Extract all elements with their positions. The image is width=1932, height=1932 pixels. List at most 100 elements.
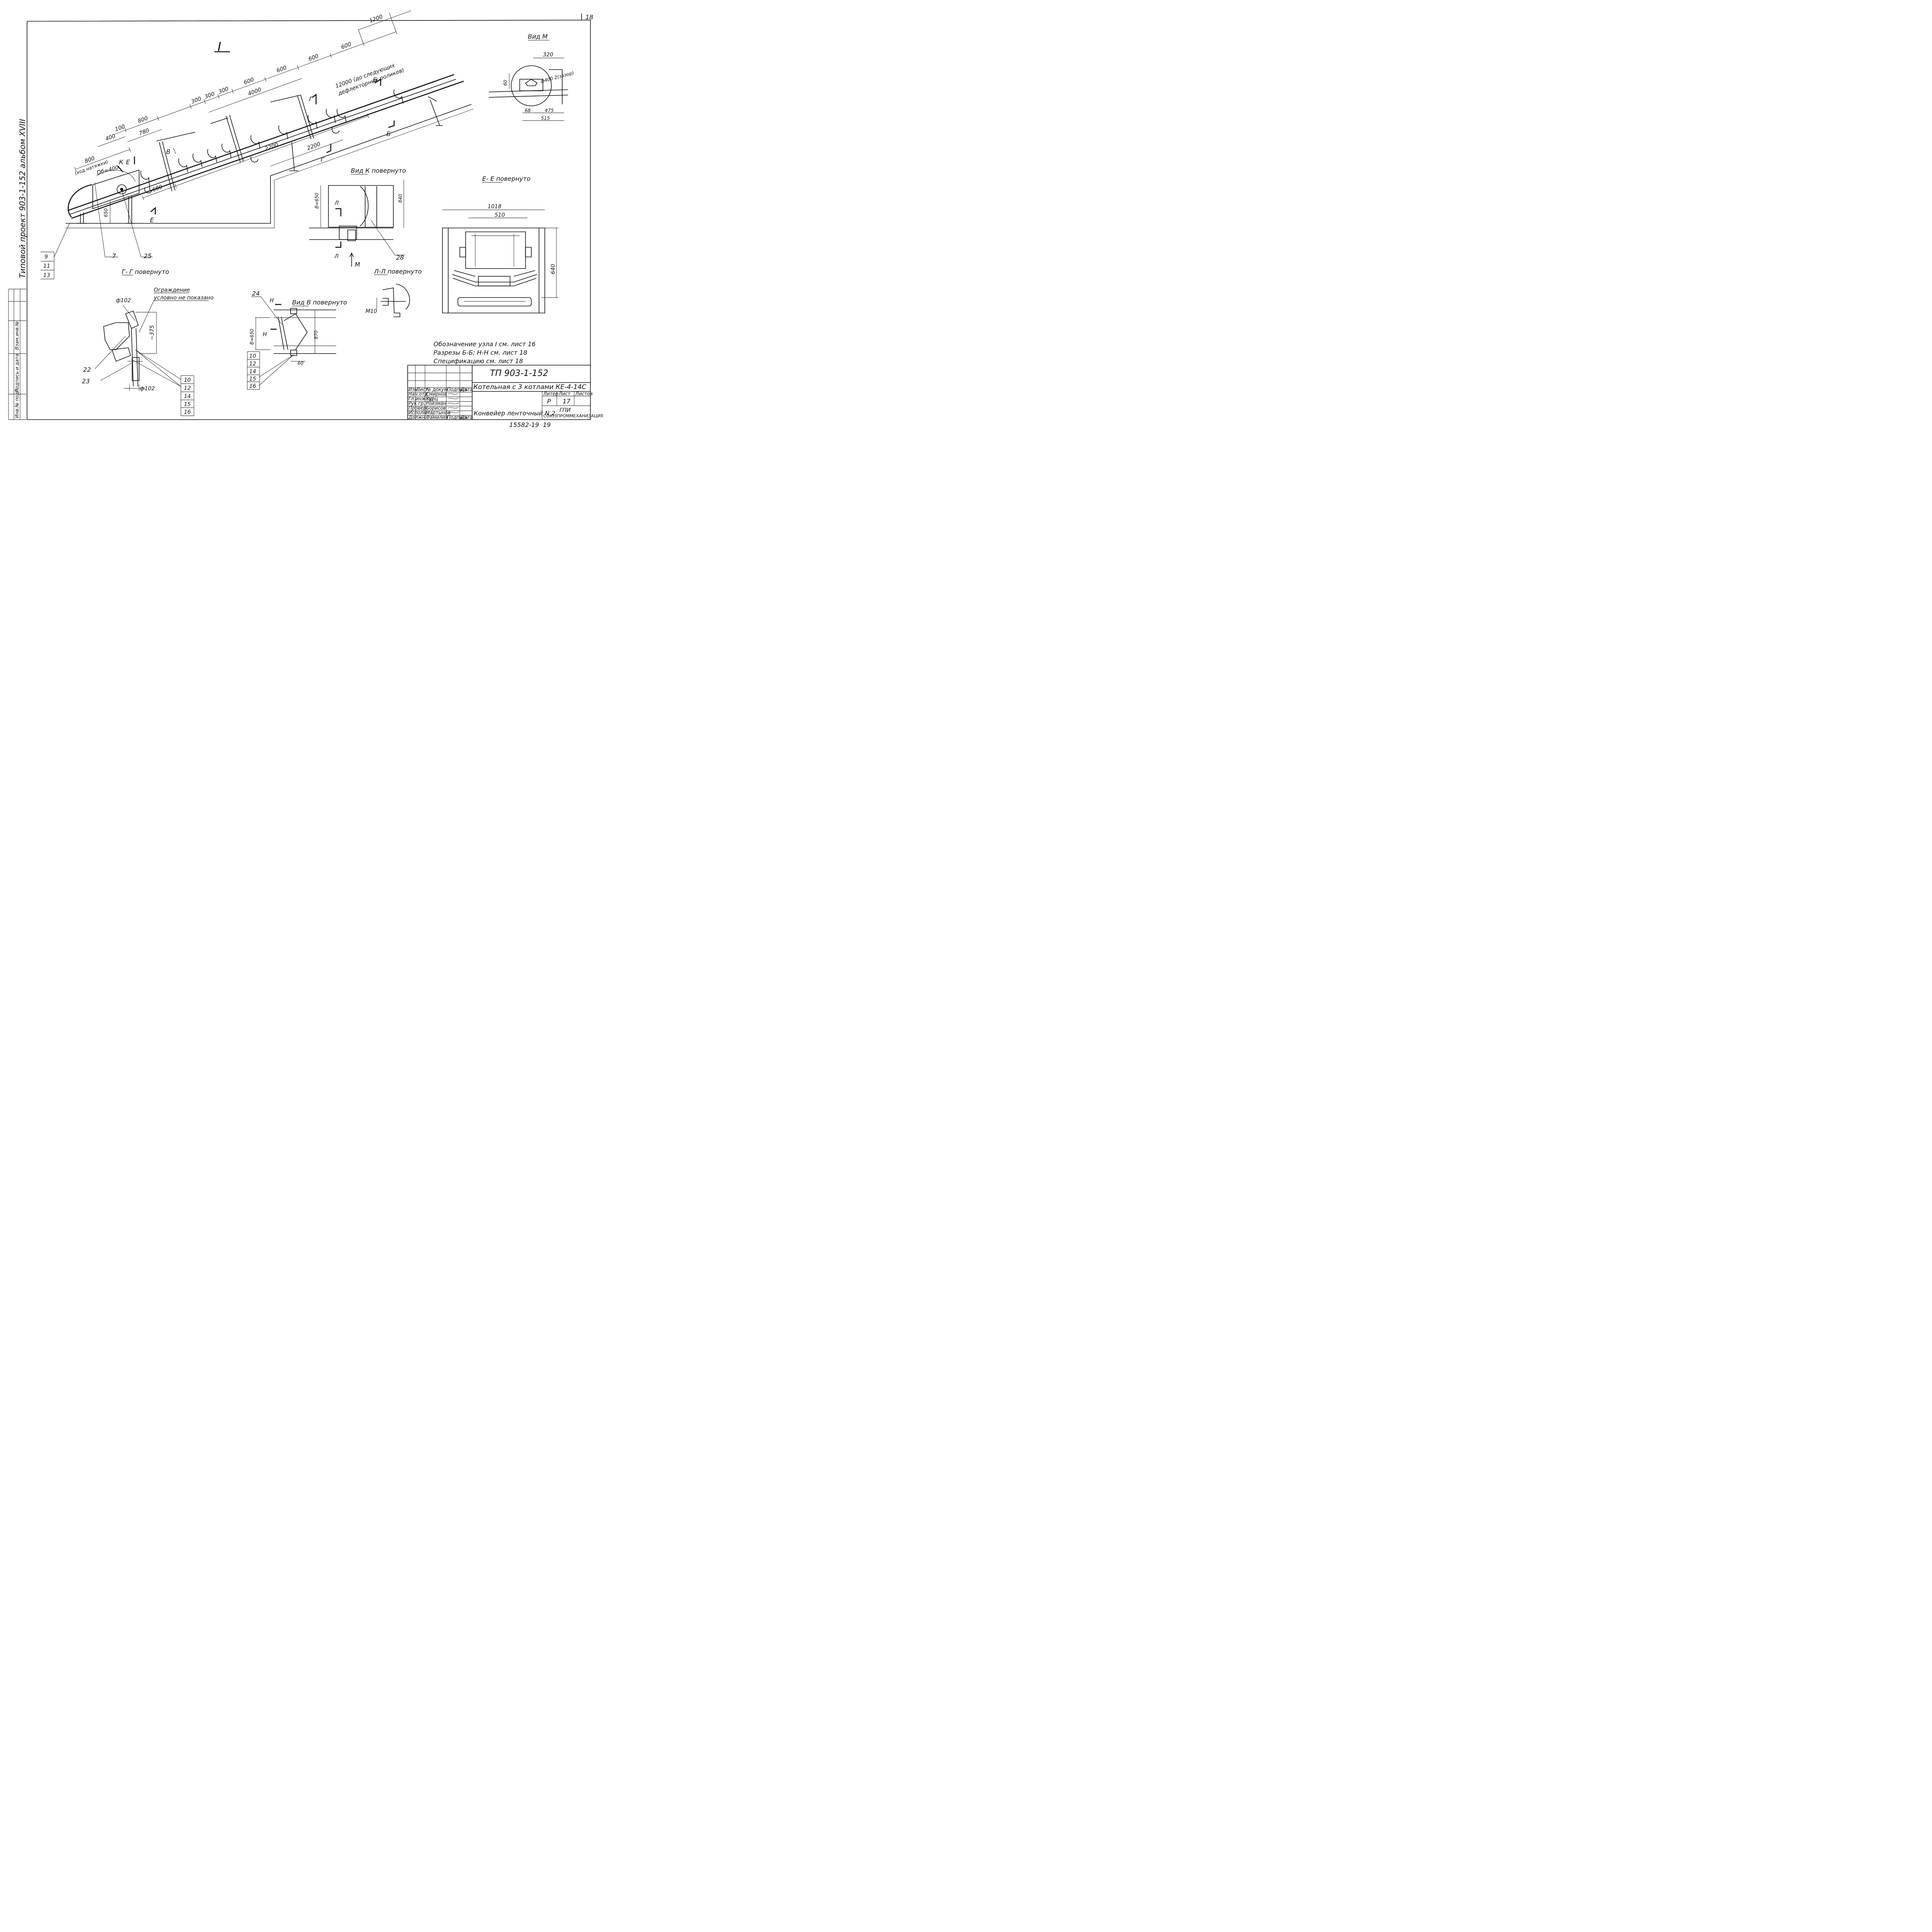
- tb-object-name: Котельная с 3 котлами КЕ-4-14С: [473, 383, 587, 391]
- view-k: Вид К повернуто В=650 840 Л Л М 28: [309, 167, 406, 268]
- dim-chain-300a: 300: [190, 96, 202, 105]
- conveyor-frame-bottom: [71, 80, 464, 219]
- tb-sheets-h: Листов: [575, 391, 593, 396]
- gg-callout-14: 14: [184, 393, 191, 400]
- tb-drawing-name: Конвейер ленточный N 2: [474, 410, 555, 417]
- dim-chain-300c: 300: [218, 86, 230, 95]
- inventory-strip: Инв.№ подл. Подпись и дата Взам.инв.№: [8, 289, 26, 420]
- idlers: [140, 89, 403, 194]
- tail-frame: [92, 169, 139, 209]
- tb-h-doc: № докум.: [426, 387, 449, 392]
- view-m-drum: [511, 65, 552, 106]
- tb-h-izm: Изм.: [408, 387, 419, 392]
- tb-role-5: Исполн.: [408, 410, 428, 415]
- section-ee-640: 640: [550, 264, 556, 274]
- mark-l-top: Л: [334, 200, 339, 206]
- mark-k: К: [119, 158, 124, 166]
- leader-7: [94, 182, 118, 257]
- section-ll-bolt: М10: [366, 308, 377, 315]
- view-v: Вид В повернуто 24 Н Н В=650 870 60 10 1…: [247, 290, 347, 390]
- tb-signatures: [447, 393, 459, 413]
- gg-callout-12: 12: [184, 385, 191, 391]
- tail-hood: [68, 184, 92, 218]
- callout-22: 22: [83, 366, 91, 373]
- main-view: I: [54, 10, 474, 257]
- note-3: Спецификацию см. лист 18: [434, 357, 523, 365]
- tb-role-4: Провер.: [408, 405, 428, 411]
- deflector-note: 12000 (до следующих дефлекторных роликов…: [335, 62, 405, 97]
- leader-25: [121, 190, 153, 257]
- guard-note-line1: Ограждение: [154, 287, 190, 293]
- drawing-sheet: 18 Типовой проект 903-1-152 альбом XVIII…: [8, 10, 603, 429]
- view-m-60: 60: [503, 80, 508, 86]
- drum-outline-arc: [96, 170, 136, 182]
- section-ee-frame: [442, 228, 545, 313]
- view-v-rails: [274, 310, 336, 354]
- dim-chain-100: 100: [114, 123, 126, 133]
- dim-chain-600d: 600: [340, 41, 352, 50]
- dim-800-stroke: 800: [84, 155, 96, 165]
- dim-650: 650: [103, 208, 109, 217]
- v-callout-16: 16: [249, 383, 256, 389]
- dim-chain-600b: 600: [276, 65, 288, 74]
- ground-line: [66, 104, 472, 224]
- guard-note-line2: условно не показано: [153, 295, 214, 301]
- view-v-870: 870: [313, 330, 319, 339]
- v-callout-10: 10: [249, 353, 256, 359]
- dim-780: 780: [138, 128, 150, 137]
- mark-v: В: [166, 148, 170, 155]
- v-callout-12: 12: [249, 361, 256, 367]
- note-1: Обозначение узла I см. лист 16: [434, 340, 536, 348]
- vertical-project-title: Типовой проект 903-1-152 альбом XVIII: [18, 119, 27, 278]
- view-k-box: [328, 185, 394, 228]
- belt-line: [139, 81, 437, 186]
- mark-h-bottom: Н: [263, 332, 267, 338]
- view-k-840: 840: [398, 194, 403, 203]
- callout-24: 24: [252, 290, 260, 297]
- title-block: ТП 903-1-152 Котельная с 3 котлами КЕ-4-…: [407, 365, 603, 420]
- view-m-68: 68: [525, 108, 531, 113]
- section-gg: Г- Г повернуто Ограждение условно не пок…: [82, 268, 214, 416]
- view-m-515: 515: [541, 116, 550, 121]
- sheet-corner-number: 18: [585, 14, 593, 21]
- notes: Обозначение узла I см. лист 16 Разрезы Б…: [434, 340, 536, 365]
- section-marks: К Е Е В Г Г Б Б: [117, 76, 395, 224]
- inv-label-3: Взам.инв.№: [14, 321, 20, 350]
- mark-b-bottom: Б: [386, 130, 391, 138]
- mark-e-bottom: Е: [150, 216, 154, 224]
- section-ll-title: Л-Л повернуто: [374, 268, 422, 275]
- tb-f-name: Фамилия: [426, 415, 448, 420]
- view-v-b650: В=650: [249, 328, 255, 345]
- view-m-gap: ф400 2(зазор): [540, 70, 575, 84]
- dim-2200-upper: 2200: [306, 141, 321, 151]
- sheet-border: [27, 20, 591, 420]
- dim-chain-800: 800: [137, 115, 149, 124]
- gg-callout-10: 10: [184, 377, 191, 383]
- section-ee-title: Е- Е повернуто: [482, 175, 531, 182]
- dim-chain-1200: 1200: [369, 14, 384, 24]
- ground-line-lower: [66, 109, 474, 228]
- tb-f-sign: Подпись: [447, 415, 468, 420]
- view-v-60: 60: [298, 361, 304, 366]
- conveyor-frame-top: [67, 74, 454, 211]
- dim-chain-600c: 600: [308, 53, 320, 62]
- tb-project-code: ТП 903-1-152: [490, 369, 548, 378]
- section-ee-return-roller: [457, 297, 532, 306]
- view-v-truss: [278, 313, 308, 350]
- tb-stage: Р: [547, 398, 551, 405]
- v-callout-14: 14: [249, 369, 256, 375]
- gg-roller-left: [103, 322, 130, 350]
- section-ee-belt: [452, 274, 537, 282]
- node-label: I: [218, 39, 221, 54]
- dim-2200-lower: 2200: [264, 142, 279, 152]
- gg-dia-top: ф102: [116, 298, 131, 304]
- section-ee-chute: [465, 231, 526, 269]
- mark-e-top: Е: [126, 158, 130, 166]
- tail-drum-axle: [120, 188, 123, 191]
- view-m-320: 320: [543, 52, 553, 58]
- section-ee: Е- Е повернуто 1018 510 640: [442, 175, 558, 313]
- view-k-title: Вид К повернуто: [351, 167, 406, 174]
- gg-roller-lower: [132, 357, 139, 381]
- tb-name-4: Борисов: [426, 405, 446, 411]
- tb-sheet: 17: [563, 398, 571, 405]
